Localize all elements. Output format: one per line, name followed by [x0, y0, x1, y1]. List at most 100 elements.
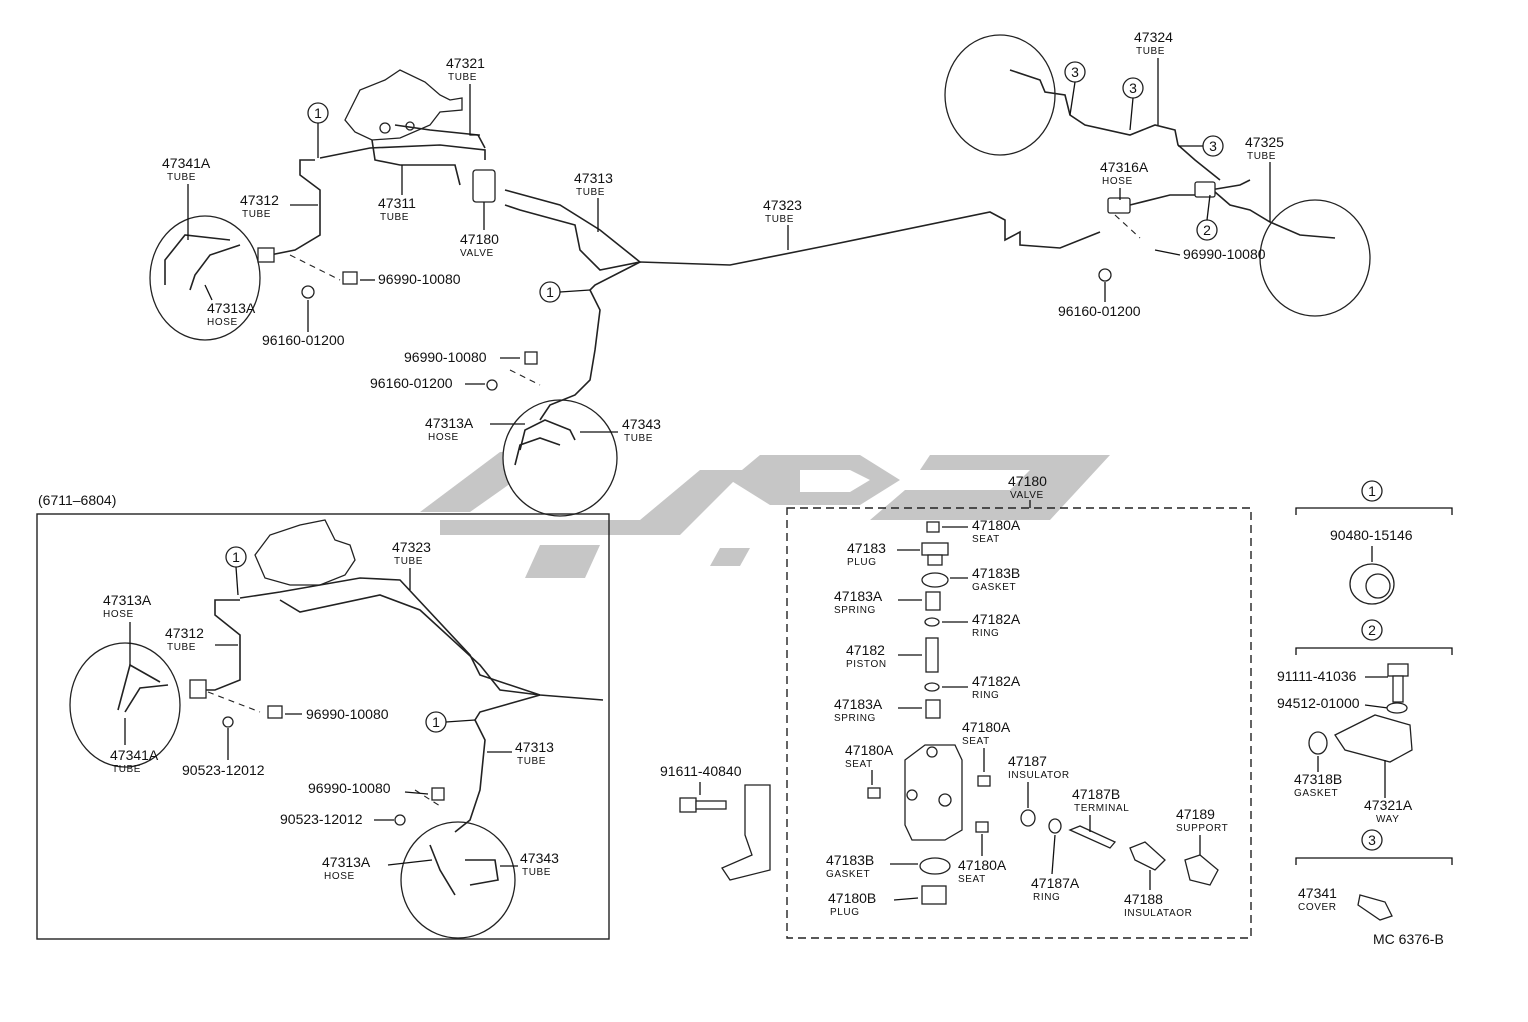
svg-text:3: 3 [1071, 64, 1079, 80]
svg-text:HOSE: HOSE [1102, 176, 1133, 187]
svg-text:HOSE: HOSE [428, 432, 459, 443]
svg-text:47323: 47323 [392, 539, 431, 555]
inset-label-90523-a: 90523-12012 [182, 762, 265, 778]
inset-front-right-disc [400, 821, 516, 939]
svg-text:47341A: 47341A [110, 747, 159, 763]
svg-text:TUBE: TUBE [1247, 151, 1276, 162]
svg-text:47323: 47323 [763, 197, 802, 213]
svg-text:COVER: COVER [1298, 902, 1337, 913]
callout-3-c: 3 [1202, 135, 1224, 157]
front-right-brake-disc [502, 399, 618, 517]
svg-text:47343: 47343 [520, 850, 559, 866]
svg-text:94512-01000: 94512-01000 [1277, 695, 1360, 711]
svg-text:91111-41036: 91111-41036 [1277, 668, 1357, 684]
svg-text:TUBE: TUBE [242, 209, 271, 220]
svg-text:47321: 47321 [446, 55, 485, 71]
mounting-bracket-and-bolt: 91611-40840 [660, 763, 771, 881]
svg-text:47325: 47325 [1245, 134, 1284, 150]
svg-text:96990-10080: 96990-10080 [404, 349, 487, 365]
callout-3-a: 3 [1064, 61, 1086, 83]
svg-text:TUBE: TUBE [167, 642, 196, 653]
label-96990-b: 96990-10080 [1183, 246, 1266, 262]
watermark-logo [420, 452, 1110, 578]
svg-text:47180: 47180 [1008, 473, 1047, 489]
svg-text:TUBE: TUBE [624, 433, 653, 444]
inset-label-96990-b: 96990-10080 [308, 780, 391, 796]
callout-3-b: 3 [1122, 77, 1144, 99]
svg-text:TUBE: TUBE [1136, 46, 1165, 57]
svg-text:96160-01200: 96160-01200 [262, 332, 345, 348]
key-callout-3: 3 [1361, 829, 1383, 851]
svg-text:90523-12012: 90523-12012 [182, 762, 265, 778]
rear-left-brake-drum [944, 34, 1056, 156]
svg-text:1: 1 [546, 284, 554, 300]
svg-text:47183B: 47183B [826, 852, 874, 868]
svg-text:GASKET: GASKET [826, 869, 870, 880]
svg-text:TUBE: TUBE [765, 214, 794, 225]
svg-text:47187B: 47187B [1072, 786, 1120, 802]
label-96160-b: 96160-01200 [1058, 303, 1141, 319]
svg-text:47189: 47189 [1176, 806, 1215, 822]
svg-text:47313A: 47313A [322, 854, 371, 870]
inset-master-cylinder [254, 519, 356, 586]
inset-callout-1-a: 1 [225, 546, 247, 568]
svg-text:47316A: 47316A [1100, 159, 1149, 175]
svg-text:3: 3 [1129, 80, 1137, 96]
svg-text:RING: RING [972, 628, 999, 639]
inset-range-label: (6711–6804) [38, 492, 116, 508]
svg-text:47182: 47182 [846, 642, 885, 658]
svg-text:GASKET: GASKET [1294, 788, 1338, 799]
svg-text:2: 2 [1203, 222, 1211, 238]
svg-text:HOSE: HOSE [324, 871, 355, 882]
svg-text:TUBE: TUBE [517, 756, 546, 767]
key-callout-1: 1 [1361, 480, 1383, 502]
svg-text:RING: RING [1033, 892, 1060, 903]
svg-text:PLUG: PLUG [847, 557, 877, 568]
svg-text:47180A: 47180A [845, 742, 894, 758]
svg-text:HOSE: HOSE [207, 317, 238, 328]
inset-label-90523-b: 90523-12012 [280, 811, 363, 827]
svg-text:47321A: 47321A [1364, 797, 1413, 813]
rear-right-brake-drum [1259, 199, 1371, 317]
svg-text:RING: RING [972, 690, 999, 701]
svg-text:PLUG: PLUG [830, 907, 860, 918]
svg-text:47183B: 47183B [972, 565, 1020, 581]
svg-text:1: 1 [432, 714, 440, 730]
svg-text:90523-12012: 90523-12012 [280, 811, 363, 827]
way-47321A [1334, 714, 1413, 763]
svg-text:47318B: 47318B [1294, 771, 1342, 787]
svg-text:47180A: 47180A [958, 857, 1007, 873]
svg-text:1: 1 [314, 105, 322, 121]
svg-text:1: 1 [232, 549, 240, 565]
svg-text:TUBE: TUBE [167, 172, 196, 183]
svg-text:47313: 47313 [574, 170, 613, 186]
svg-text:47188: 47188 [1124, 891, 1163, 907]
svg-text:3: 3 [1368, 832, 1376, 848]
svg-text:47182A: 47182A [972, 611, 1021, 627]
callout-1-upper-left: 1 [307, 102, 329, 124]
svg-text:TERMINAL: TERMINAL [1074, 803, 1129, 814]
svg-text:47313: 47313 [515, 739, 554, 755]
